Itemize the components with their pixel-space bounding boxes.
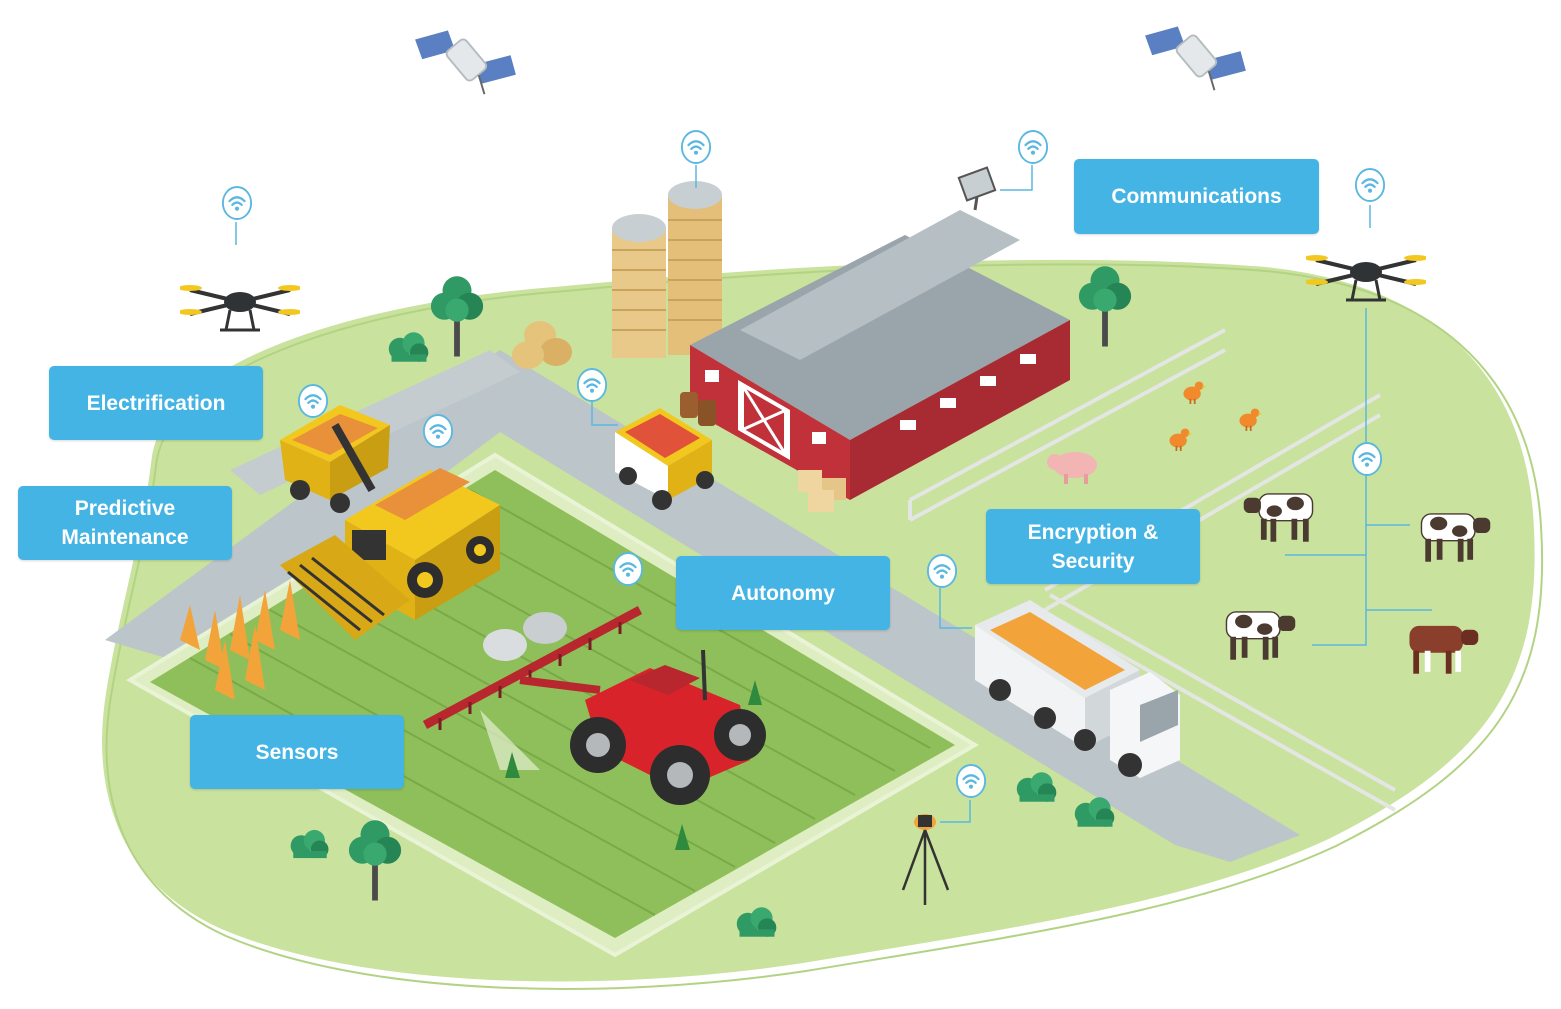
robot-cart	[615, 408, 714, 510]
wheat-crops	[180, 580, 300, 700]
drone-icon	[180, 283, 300, 332]
label-sensors: Sensors	[190, 715, 404, 789]
label-electrification-text: Electrification	[86, 391, 226, 415]
label-encryption-security: Encryption & Security	[986, 509, 1200, 584]
truck-icon	[975, 600, 1180, 778]
label-autonomy: Autonomy	[676, 556, 890, 630]
label-communications-text: Communications	[1111, 185, 1282, 208]
satellite-dish-icon	[957, 166, 997, 202]
wifi-signal-icon	[612, 551, 644, 587]
label-electrification: Electrification	[49, 366, 263, 440]
wifi-signal-icon	[576, 367, 608, 403]
label-autonomy-text: Autonomy	[731, 581, 835, 605]
label-predictive-text: Predictive	[74, 497, 176, 520]
road-main	[105, 350, 1300, 862]
label-predictive-maintenance: Predictive Maintenance	[18, 486, 232, 560]
wifi-signal-icon	[297, 383, 329, 419]
wifi-signal-icon	[221, 185, 253, 221]
label-security-text: Security	[1051, 549, 1135, 573]
wifi-signal-icon	[680, 129, 712, 165]
hay-bale-icon	[512, 321, 846, 512]
label-sensors-text: Sensors	[255, 740, 339, 764]
wifi-signal-icon	[926, 553, 958, 589]
label-encryption-text: Encryption &	[1027, 520, 1159, 544]
wifi-signal-icon	[1017, 129, 1049, 165]
label-maintenance-text: Maintenance	[61, 526, 189, 549]
wifi-signal-icon	[955, 763, 987, 799]
harvester-icon	[280, 423, 500, 640]
silo-icon	[612, 181, 722, 358]
barn-icon	[690, 166, 1070, 500]
wifi-signal-icon	[1351, 441, 1383, 477]
pig-icon	[1047, 452, 1097, 484]
tractor-icon	[422, 606, 766, 805]
label-communications: Communications	[1074, 159, 1319, 234]
barrels	[680, 392, 716, 426]
satellite-icon	[1142, 24, 1247, 92]
satellite-icon	[412, 28, 517, 96]
weed-plants	[505, 680, 762, 850]
wifi-signal-icon	[422, 413, 454, 449]
wifi-signal-icon	[1354, 167, 1386, 203]
tripod-sensor-icon	[901, 814, 950, 905]
